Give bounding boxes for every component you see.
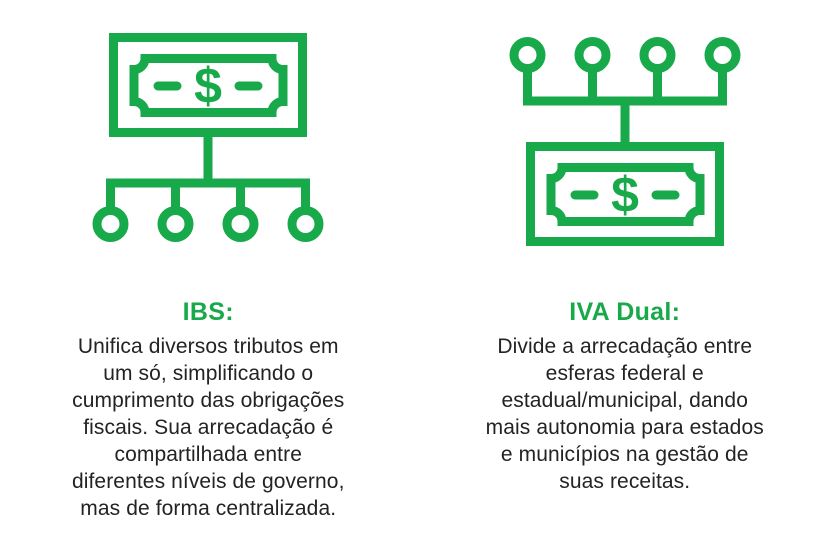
dollar-sign-glyph: $ bbox=[194, 58, 222, 114]
banknote-outer-rect bbox=[525, 142, 724, 246]
ibs-heading: IBS: bbox=[182, 298, 234, 326]
node-circle bbox=[639, 37, 676, 73]
node-circle bbox=[509, 37, 546, 73]
iva-dual-description: Divide a arrecadação entre esferas feder… bbox=[485, 335, 764, 493]
node-circle bbox=[222, 206, 259, 242]
distribution-bar bbox=[106, 178, 311, 208]
ibs-description: Unifica diversos tributos em um só, simp… bbox=[71, 335, 345, 520]
iva-dual-heading: IVA Dual: bbox=[569, 298, 681, 326]
node-circle bbox=[287, 206, 324, 242]
node-circle bbox=[92, 206, 129, 242]
dollar-sign-glyph: $ bbox=[611, 167, 639, 223]
node-circle bbox=[704, 37, 741, 73]
money-distribution-down-icon: $ bbox=[92, 33, 324, 242]
collection-bar bbox=[522, 71, 727, 147]
node-circle bbox=[157, 206, 194, 242]
money-collection-up-icon: $ bbox=[509, 37, 741, 246]
ibs-column: $ IBS: Unifica diversos tributos em um s… bbox=[71, 33, 345, 520]
node-circle bbox=[574, 37, 611, 73]
banknote-inner-frame bbox=[546, 163, 705, 226]
banknote-inner-frame bbox=[129, 54, 288, 117]
iva-dual-column: $ IVA Dual: Divide a arrecadação entre e… bbox=[417, 0, 833, 556]
